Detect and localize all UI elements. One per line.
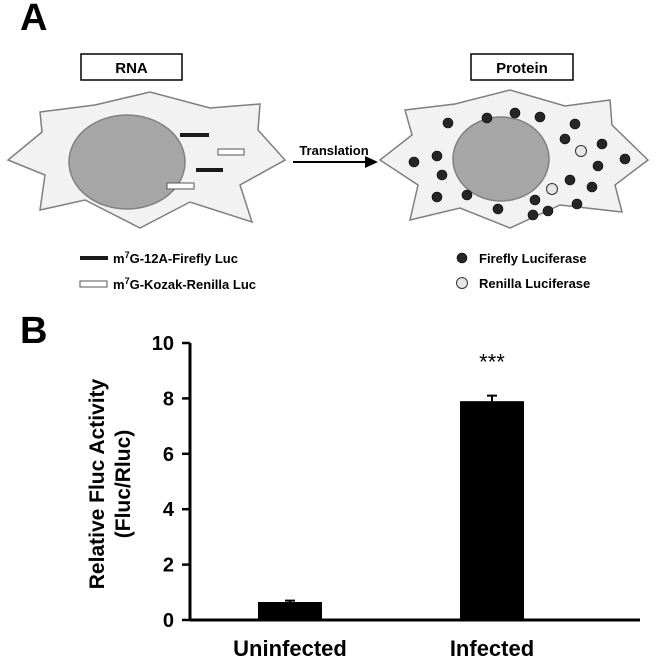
firefly-luciferase-dot	[431, 191, 443, 203]
bar	[460, 401, 524, 620]
rna-cell	[6, 91, 287, 229]
y-axis-label-line-1: Relative Fluc Activity	[86, 378, 109, 589]
firefly-luciferase-dot	[619, 153, 631, 165]
firefly-luciferase-dot	[408, 156, 420, 168]
protein-cell	[378, 89, 650, 229]
renilla-luciferase-dot	[575, 145, 587, 157]
firefly-mrna-strand	[196, 168, 223, 172]
renilla-mrna-strand	[166, 182, 195, 190]
y-axis-label: Relative Fluc Activity (Fluc/Rluc)	[86, 378, 135, 589]
x-category-label: Uninfected	[233, 636, 347, 661]
legend-renilla-luciferase: Renilla Luciferase	[479, 276, 590, 291]
firefly-luciferase-dot	[559, 133, 571, 145]
mrna-legend: m7G-12A-Firefly Luc m7G-Kozak-Renilla Lu…	[79, 250, 256, 292]
firefly-luciferase-dot	[509, 107, 521, 119]
firefly-luciferase-dot	[527, 209, 539, 221]
black-bar-icon	[80, 256, 108, 260]
y-tick-label: 0	[163, 610, 174, 632]
legend-renilla-mrna: m7G-Kozak-Renilla Luc	[113, 276, 256, 292]
renilla-luciferase-dot	[546, 183, 558, 195]
translation-label: Translation	[299, 143, 368, 158]
firefly-luciferase-dot	[492, 203, 504, 215]
rna-box: RNA	[80, 53, 183, 81]
firefly-luciferase-dot	[542, 205, 554, 217]
white-dot-icon	[456, 277, 468, 289]
firefly-mrna-strand	[180, 133, 209, 137]
x-category-label: Infected	[450, 636, 534, 661]
firefly-luciferase-dot	[481, 112, 493, 124]
y-tick-label: 8	[163, 388, 174, 410]
firefly-luciferase-dot	[564, 174, 576, 186]
rna-cell-nucleus	[68, 114, 186, 210]
protein-cell-nucleus	[452, 116, 550, 202]
significance-marker: ***	[479, 350, 505, 375]
firefly-luciferase-dot	[586, 181, 598, 193]
panel-b-label: B	[20, 310, 47, 352]
firefly-luciferase-dot	[436, 169, 448, 181]
translation-arrow: Translation	[293, 143, 378, 168]
bar-chart: Relative Fluc Activity (Fluc/Rluc) *** 0…	[86, 333, 640, 661]
renilla-mrna-strand	[217, 148, 245, 156]
white-bar-icon	[79, 280, 108, 288]
y-tick-label: 4	[163, 499, 175, 521]
protein-box: Protein	[470, 53, 574, 81]
panel-a-label: A	[20, 0, 47, 39]
protein-legend: Firefly Luciferase Renilla Luciferase	[456, 251, 590, 291]
firefly-luciferase-dot	[571, 198, 583, 210]
firefly-luciferase-dot	[529, 194, 541, 206]
bar	[258, 601, 322, 620]
rna-box-label: RNA	[115, 60, 148, 77]
legend-firefly-mrna: m7G-12A-Firefly Luc	[113, 250, 238, 266]
y-tick-label: 10	[152, 333, 174, 355]
firefly-luciferase-dot	[442, 117, 454, 129]
y-axis-label-line-2: (Fluc/Rluc)	[112, 430, 135, 539]
y-tick-label: 6	[163, 444, 174, 466]
arrow-head-icon	[365, 156, 378, 168]
y-tick-label: 2	[163, 555, 174, 577]
firefly-luciferase-dot	[534, 111, 546, 123]
firefly-luciferase-dot	[431, 150, 443, 162]
black-dot-icon	[456, 252, 468, 264]
legend-firefly-luciferase: Firefly Luciferase	[479, 251, 587, 266]
firefly-luciferase-dot	[592, 160, 604, 172]
firefly-luciferase-dot	[596, 138, 608, 150]
firefly-luciferase-dot	[461, 189, 473, 201]
protein-box-label: Protein	[496, 60, 548, 77]
firefly-luciferase-dot	[569, 118, 581, 130]
